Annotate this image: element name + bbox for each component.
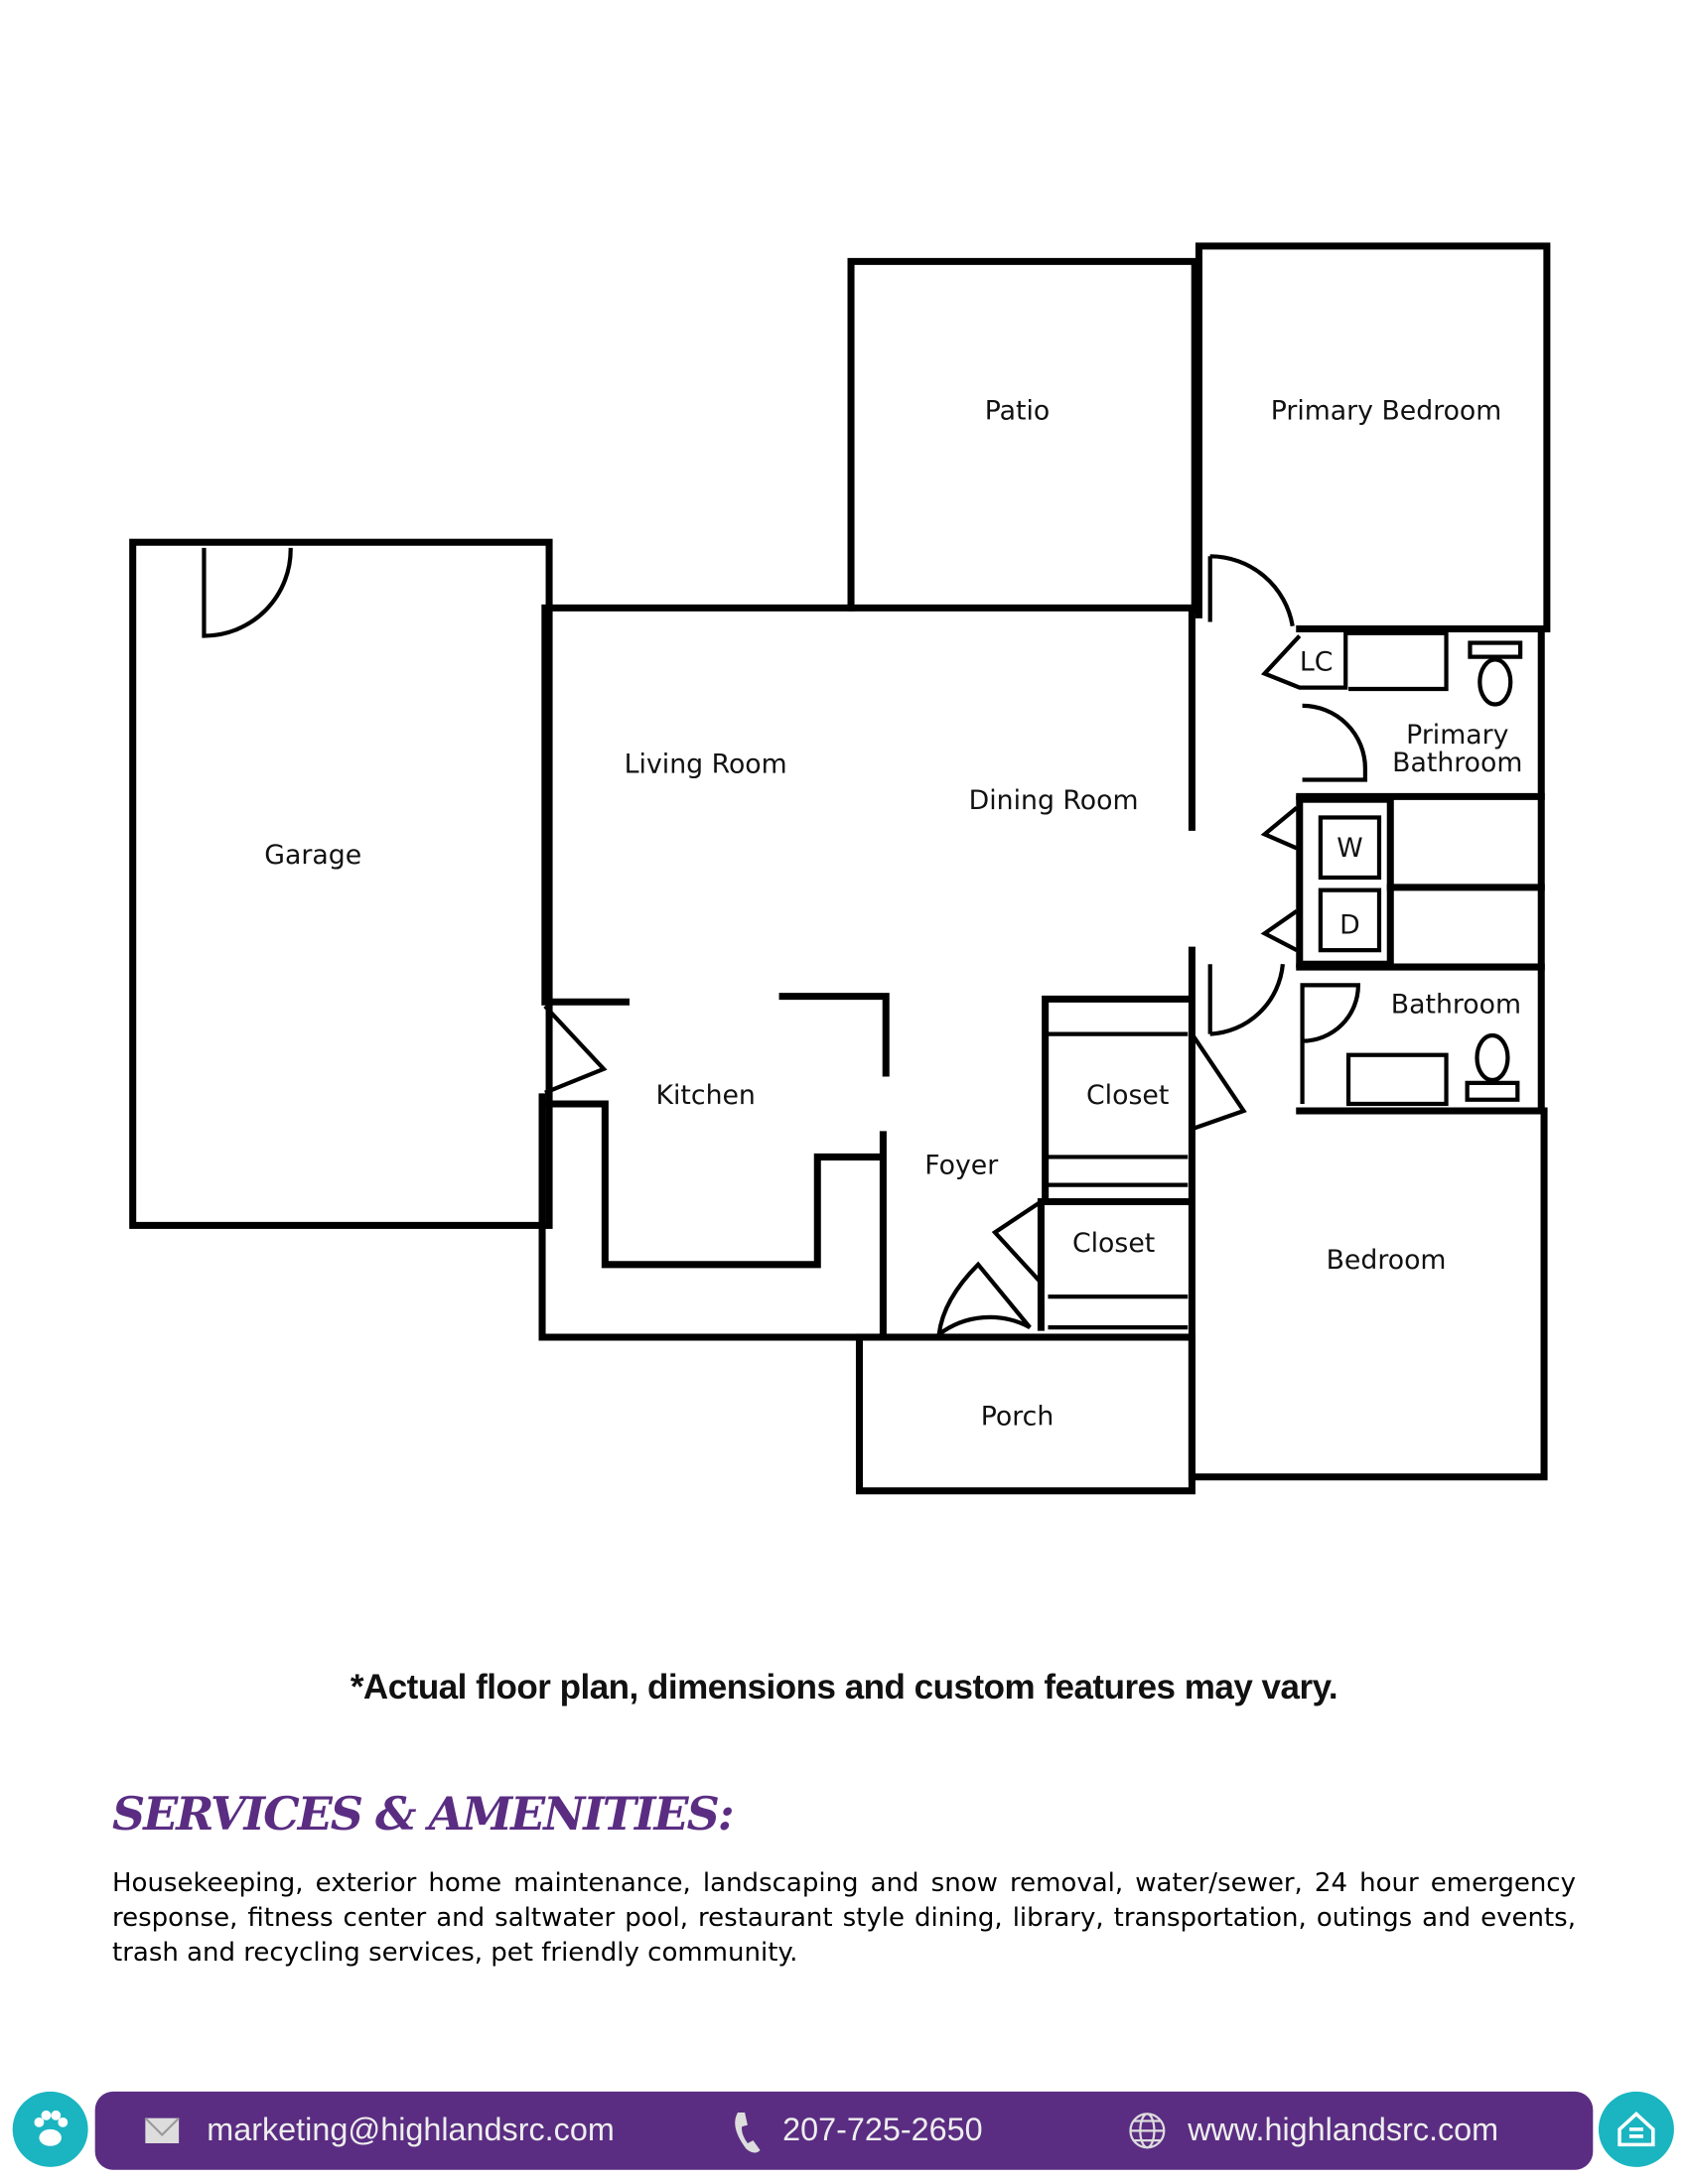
living-left-wall: [541, 604, 630, 1006]
room-label-dining-room: Dining Room: [969, 785, 1139, 816]
kitchen-counter: [541, 1100, 882, 1269]
primary-toilet: [1477, 657, 1513, 707]
entry-door-swing: [936, 1261, 1032, 1336]
home-icon: [1618, 2112, 1655, 2147]
room-label-closet-2: Closet: [1072, 1228, 1155, 1259]
room-label-primary-bathroom-1: Primary: [1406, 720, 1508, 751]
bathroom-toilet: [1475, 1032, 1510, 1083]
room-label-living-room: Living Room: [625, 749, 787, 779]
mail-icon: [144, 2116, 180, 2143]
website-link[interactable]: www.highlandsrc.com: [1187, 2112, 1498, 2147]
primary-toilet-tank: [1468, 640, 1523, 659]
primary-bath-door: [1302, 703, 1368, 782]
closet-2-door: [991, 1199, 1043, 1285]
bath-dividers: [1296, 884, 1545, 971]
washer: [1318, 815, 1382, 881]
bathroom-tub: [1345, 1052, 1449, 1107]
laundry-doors: [1260, 805, 1299, 953]
closet-2-walls: [1037, 1197, 1192, 1331]
garage-walls: [129, 538, 553, 1229]
services-description: Housekeeping, exterior home maintenance,…: [112, 1868, 1576, 1968]
floor-plan-disclaimer: *Actual floor plan, dimensions and custo…: [350, 1668, 1338, 1706]
room-label-lc: LC: [1300, 647, 1334, 678]
phone-link[interactable]: 207-725-2650: [782, 2112, 983, 2147]
closet-1-walls: [1042, 995, 1192, 1205]
room-label-patio: Patio: [985, 395, 1051, 426]
room-label-primary-bedroom: Primary Bedroom: [1271, 395, 1502, 426]
closet-2-shelves: [1048, 1295, 1189, 1330]
primary-bath-walls: [1296, 624, 1545, 1115]
linen-closet: [1260, 630, 1449, 692]
kitchen-outer-wall: [538, 1093, 866, 1341]
globe-icon: [1129, 2113, 1166, 2149]
kitchen-door-swing: [543, 1005, 608, 1095]
bedroom-walls: [1188, 946, 1548, 1481]
room-label-primary-bathroom-2: Bathroom: [1392, 748, 1522, 778]
email-link[interactable]: marketing@highlandsrc.com: [207, 2112, 615, 2147]
paw-icon: [34, 2110, 69, 2146]
phone-icon: [735, 2113, 761, 2153]
patio-walls: [847, 257, 1198, 614]
room-label-bedroom: Bedroom: [1327, 1245, 1447, 1276]
closet-1-door: [1190, 1032, 1247, 1132]
room-label-porch: Porch: [981, 1402, 1055, 1433]
garage-door-swing: [202, 547, 293, 638]
room-label-foyer: Foyer: [924, 1150, 998, 1180]
dryer: [1318, 887, 1382, 953]
bathroom-door-swing: [1207, 964, 1285, 1036]
room-label-closet-1: Closet: [1086, 1080, 1169, 1111]
bathroom-toilet-tank: [1465, 1080, 1520, 1102]
room-label-garage: Garage: [264, 840, 361, 871]
services-heading: SERVICES & AMENITIES:: [112, 1787, 735, 1841]
room-label-kitchen: Kitchen: [655, 1080, 755, 1111]
living-top-wall: [545, 604, 1196, 831]
closet-1-shelves: [1048, 1031, 1189, 1187]
kitchen-partition: [778, 993, 890, 1077]
primary-bedroom-walls: [1195, 242, 1551, 633]
room-label-bathroom: Bathroom: [1391, 989, 1521, 1020]
label-dryer: D: [1339, 909, 1360, 940]
primary-door-swing: [1207, 554, 1295, 627]
contact-bar: [94, 2091, 1594, 2170]
label-washer: W: [1336, 833, 1362, 864]
bathroom-door: [1300, 983, 1360, 1104]
